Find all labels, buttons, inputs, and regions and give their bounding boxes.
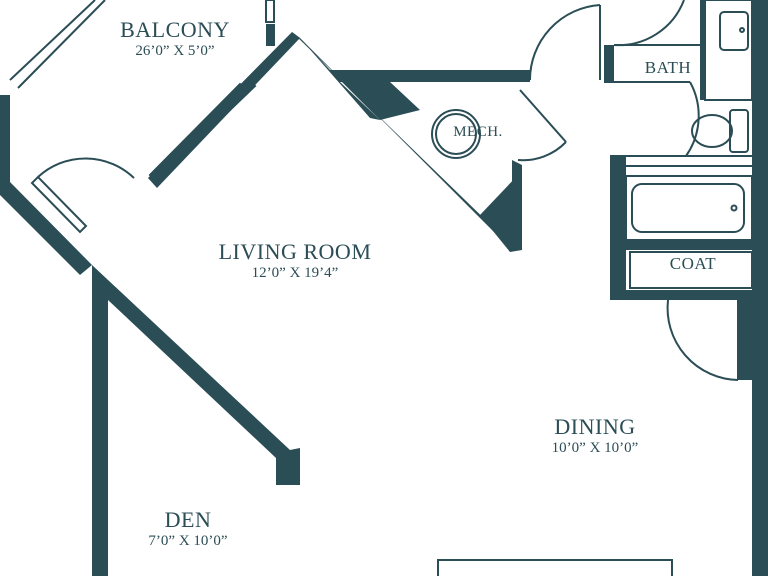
bath-label: BATH bbox=[644, 58, 692, 77]
coat-bottom-wall bbox=[610, 290, 768, 300]
dining-label: DINING 10’0” X 10’0” bbox=[520, 414, 670, 457]
right-exterior-wall-lower bbox=[752, 300, 768, 576]
mech-door-leaf bbox=[519, 89, 567, 143]
water-heater-outer bbox=[431, 109, 481, 159]
dining-dimensions: 10’0” X 10’0” bbox=[551, 440, 639, 457]
mech-label: MECH. bbox=[453, 124, 503, 140]
bath-inner-door-swing bbox=[613, 0, 685, 47]
living-room-label: LIVING ROOM 12’0” X 19’4” bbox=[195, 239, 395, 282]
balcony-post bbox=[266, 24, 275, 46]
sliding-door-right bbox=[196, 78, 257, 136]
coat-door-swing bbox=[666, 299, 739, 381]
sink-faucet bbox=[739, 27, 745, 33]
kitchen-counter bbox=[437, 559, 673, 576]
bath-coat-left-wall bbox=[610, 155, 626, 300]
coat-side-wall bbox=[738, 300, 752, 380]
balcony-window-wall bbox=[148, 32, 300, 188]
left-door-leaf bbox=[30, 175, 88, 234]
balcony-door-frame bbox=[265, 0, 275, 23]
den-name: DEN bbox=[164, 507, 212, 532]
bath-divider-wall bbox=[700, 0, 706, 100]
left-exterior-wall bbox=[0, 95, 10, 185]
dining-name: DINING bbox=[554, 414, 636, 439]
tub-drain bbox=[730, 204, 738, 212]
right-exterior-wall-upper bbox=[752, 0, 768, 300]
sliding-door-left bbox=[148, 82, 248, 183]
vanity-sink bbox=[719, 11, 749, 51]
living-room-name: LIVING ROOM bbox=[218, 239, 372, 264]
toilet-bowl bbox=[691, 114, 733, 148]
vanity-counter bbox=[704, 0, 753, 101]
mech-wedge bbox=[480, 175, 522, 252]
left-door-swing bbox=[37, 157, 135, 179]
bath-curve bbox=[685, 81, 700, 157]
balcony-railing-inner bbox=[17, 0, 106, 89]
center-diagonal-wall bbox=[292, 32, 522, 250]
mech-door-swing bbox=[517, 141, 567, 162]
den-divider-wall bbox=[92, 265, 300, 576]
bath-wall-upper bbox=[604, 45, 614, 83]
balcony-dimensions: 26’0” X 5’0” bbox=[135, 43, 215, 60]
bath-door-swing bbox=[528, 4, 601, 81]
diagonal-exterior-wall bbox=[0, 180, 92, 275]
bathtub-frame bbox=[625, 175, 753, 241]
balcony-name: BALCONY bbox=[120, 17, 230, 42]
coat-label: COAT bbox=[669, 254, 717, 273]
balcony-railing bbox=[9, 0, 96, 81]
thin-lines bbox=[9, 0, 753, 576]
den-dimensions: 7’0” X 10’0” bbox=[148, 533, 228, 550]
toilet-tank bbox=[729, 109, 749, 153]
living-room-dimensions: 12’0” X 19’4” bbox=[251, 265, 339, 282]
bathtub-basin bbox=[631, 183, 745, 233]
tub-coat-wall bbox=[610, 240, 768, 250]
water-heater-inner bbox=[435, 113, 477, 155]
mech-top-wall bbox=[330, 70, 530, 120]
coat-shelf bbox=[629, 251, 753, 289]
balcony-label: BALCONY 26’0” X 5’0” bbox=[105, 17, 245, 60]
den-label: DEN 7’0” X 10’0” bbox=[118, 507, 258, 550]
